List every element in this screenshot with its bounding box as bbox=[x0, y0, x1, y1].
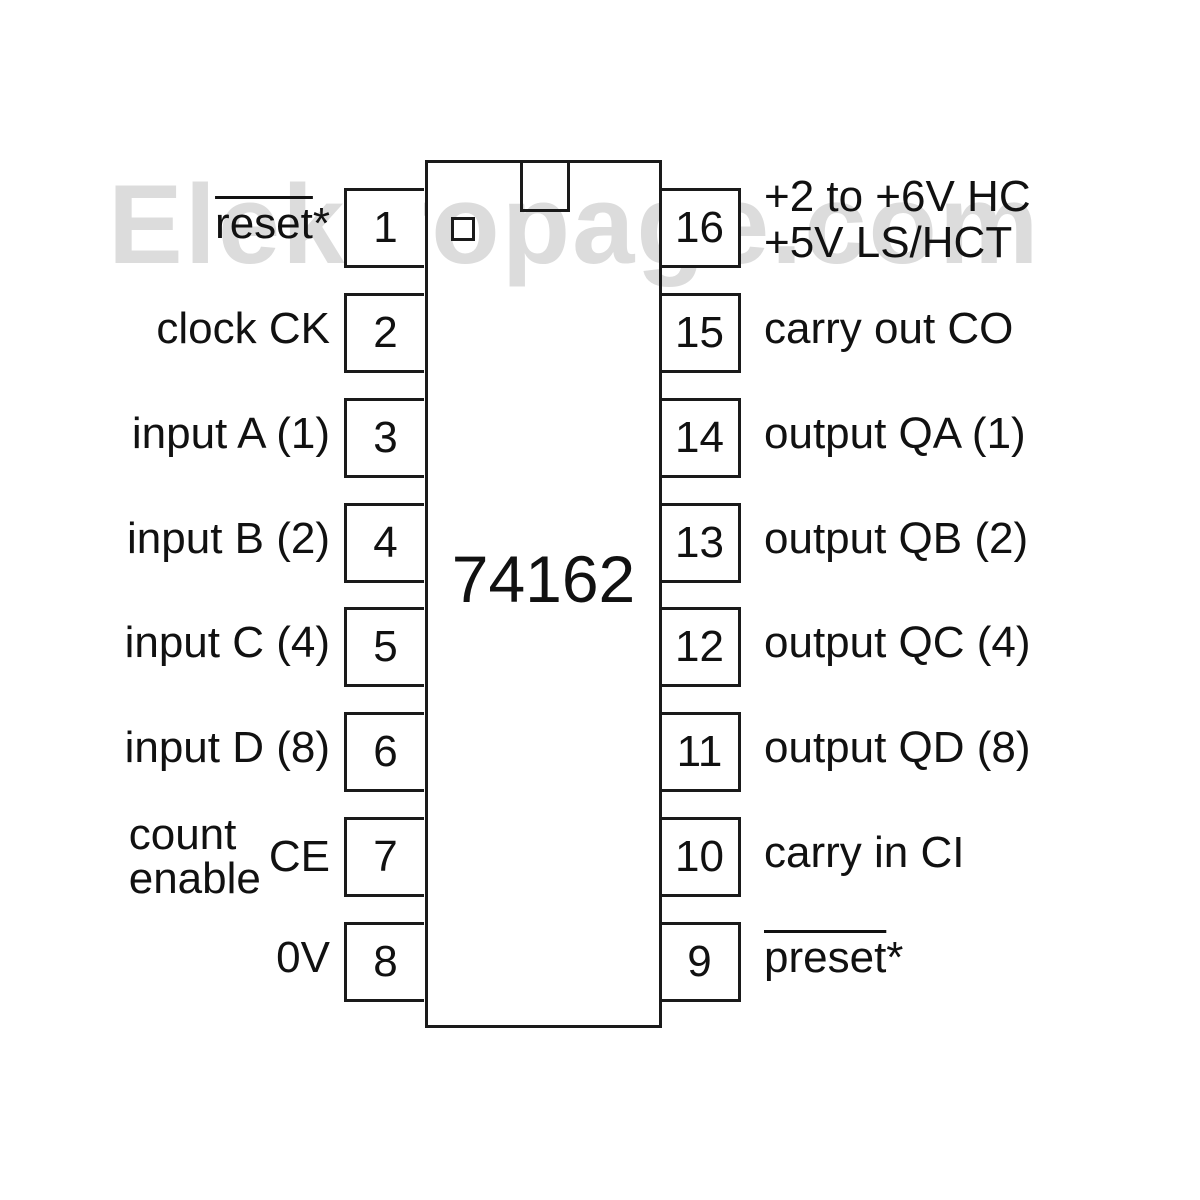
supply-ls-line: +5V LS/HCT bbox=[764, 218, 1013, 267]
active-low-asterisk: * bbox=[886, 933, 904, 982]
pin-label-13: output QB (2) bbox=[764, 514, 1029, 563]
pin-13: 13 bbox=[661, 503, 741, 583]
pin-4: 4 bbox=[344, 503, 424, 583]
pin-3: 3 bbox=[344, 398, 424, 478]
pin-label-5: input C (4) bbox=[124, 618, 330, 667]
watermark: Elektropage.com bbox=[108, 162, 1041, 287]
pin-number: 3 bbox=[373, 413, 398, 462]
pin-label-14: output QA (1) bbox=[764, 409, 1026, 458]
pin-14: 14 bbox=[661, 398, 741, 478]
pin-number: 6 bbox=[373, 727, 398, 776]
pin-10: 10 bbox=[661, 817, 741, 897]
pin-number: 16 bbox=[675, 203, 724, 252]
pin-label-3: input A (1) bbox=[131, 409, 330, 458]
orientation-notch bbox=[520, 160, 570, 212]
count-enable-line1: count bbox=[128, 810, 237, 859]
pin-label-16: +2 to +6V HC +5V LS/HCT bbox=[764, 174, 1031, 266]
pin-label-2: clock CK bbox=[156, 304, 330, 353]
pin-label-6: input D (8) bbox=[124, 723, 330, 772]
pin-label-1: reset* bbox=[215, 198, 330, 250]
pin-label-4: input B (2) bbox=[127, 514, 330, 563]
pin-9: 9 bbox=[661, 922, 741, 1002]
pin-label-9: preset* bbox=[764, 932, 903, 984]
pin-label-10: carry in CI bbox=[764, 828, 965, 877]
pin-1: 1 bbox=[344, 188, 424, 268]
pin-11: 11 bbox=[661, 712, 741, 792]
pin-5: 5 bbox=[344, 607, 424, 687]
pin-number: 15 bbox=[675, 308, 724, 357]
pin-number: 12 bbox=[675, 622, 724, 671]
pin-number: 5 bbox=[373, 622, 398, 671]
pin-number: 13 bbox=[675, 518, 724, 567]
pin-7: 7 bbox=[344, 817, 424, 897]
pin-number: 7 bbox=[373, 832, 398, 881]
pin-label-7: count enable CE bbox=[129, 813, 330, 901]
count-enable-text: count enable bbox=[129, 813, 261, 901]
preset-label: preset bbox=[764, 933, 887, 982]
chip-label: 74162 bbox=[451, 542, 636, 616]
pin-label-8: 0V bbox=[276, 933, 330, 982]
supply-hc-line: +2 to +6V HC bbox=[764, 172, 1031, 221]
pin-number: 8 bbox=[373, 937, 398, 986]
pin-label-15: carry out CO bbox=[764, 304, 1014, 353]
pin-label-11: output QD (8) bbox=[764, 723, 1031, 772]
pin-12: 12 bbox=[661, 607, 741, 687]
pin-15: 15 bbox=[661, 293, 741, 373]
pin-number: 10 bbox=[675, 832, 724, 881]
pin-number: 14 bbox=[675, 413, 724, 462]
pin-number: 2 bbox=[373, 308, 398, 357]
count-enable-abbr: CE bbox=[268, 832, 330, 881]
reset-label: reset bbox=[215, 199, 313, 248]
active-low-asterisk: * bbox=[312, 199, 330, 248]
pin-number: 1 bbox=[373, 203, 398, 252]
pin-2: 2 bbox=[344, 293, 424, 373]
pin-label-12: output QC (4) bbox=[764, 618, 1031, 667]
pin1-marker bbox=[451, 217, 475, 241]
pin-number: 9 bbox=[687, 937, 712, 986]
chip-body: 74162 bbox=[425, 160, 662, 1028]
pin-8: 8 bbox=[344, 922, 424, 1002]
count-enable-line2: enable bbox=[128, 854, 261, 903]
pin-16: 16 bbox=[661, 188, 741, 268]
pin-6: 6 bbox=[344, 712, 424, 792]
pin-number: 4 bbox=[373, 518, 398, 567]
pin-number: 11 bbox=[676, 727, 723, 776]
